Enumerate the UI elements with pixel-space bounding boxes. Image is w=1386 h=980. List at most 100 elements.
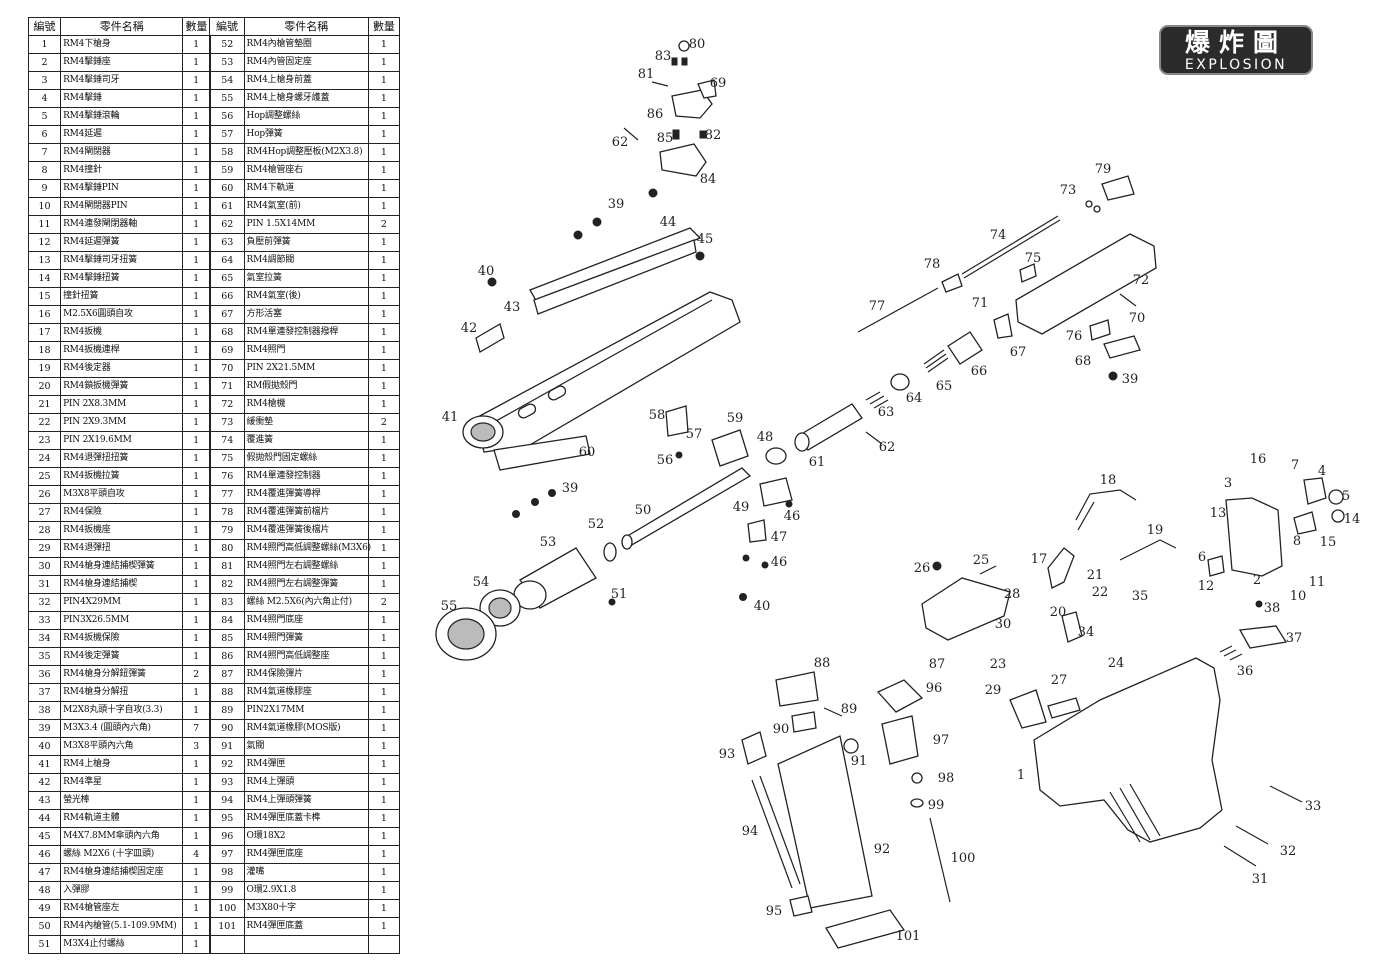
callout-label: 96 <box>926 681 943 696</box>
title-chinese: 爆炸圖 <box>1184 28 1287 57</box>
callout-label: 85 <box>657 131 674 146</box>
callout-label: 48 <box>757 430 774 445</box>
callout-label: 22 <box>1092 585 1109 600</box>
part-qty: 1 <box>367 35 401 54</box>
part-qty: 1 <box>367 125 401 144</box>
callout-label: 86 <box>647 107 664 122</box>
callout-label: 26 <box>914 561 931 576</box>
callout-label: 73 <box>1060 183 1077 198</box>
callout-label: 64 <box>906 391 923 406</box>
callout-label: 28 <box>1004 587 1021 602</box>
part-qty: 2 <box>367 215 401 234</box>
callout-label: 82 <box>705 128 722 143</box>
callout-label: 63 <box>878 405 895 420</box>
callout-label: 88 <box>814 656 831 671</box>
callout-label: 31 <box>1252 872 1269 887</box>
callout-label: 45 <box>697 232 714 247</box>
callout-label: 12 <box>1198 579 1215 594</box>
callout-label: 56 <box>657 453 674 468</box>
header-name-right: 零件名稱 <box>243 17 369 36</box>
callout-label: 8 <box>1293 534 1301 549</box>
callout-label: 75 <box>1025 251 1042 266</box>
explosion-title-badge: 爆炸圖 EXPLOSION <box>1159 25 1313 75</box>
part-qty: 1 <box>367 899 401 918</box>
callout-label: 77 <box>869 299 886 314</box>
callout-label: 1 <box>1017 768 1025 783</box>
callout-label: 7 <box>1291 458 1299 473</box>
callout-label: 24 <box>1108 656 1125 671</box>
callout-label: 39 <box>608 197 625 212</box>
part-qty: 1 <box>367 197 401 216</box>
callout-label: 62 <box>612 135 629 150</box>
callout-label: 2 <box>1253 573 1261 588</box>
callout-label: 50 <box>635 503 652 518</box>
callout-label: 58 <box>649 408 666 423</box>
table-header-row: 編號 零件名稱 數量 編號 零件名稱 數量 <box>27 17 401 36</box>
callout-label: 18 <box>1100 473 1117 488</box>
callout-label: 46 <box>771 555 788 570</box>
callout-label: 47 <box>771 530 788 545</box>
callout-label: 10 <box>1290 589 1307 604</box>
callout-label: 97 <box>933 733 950 748</box>
callout-label: 70 <box>1129 311 1146 326</box>
callout-label: 87 <box>929 657 946 672</box>
rear-sight-group <box>623 40 717 177</box>
part-qty: 1 <box>367 377 401 396</box>
callout-label: 40 <box>478 264 495 279</box>
callout-label: 55 <box>441 599 458 614</box>
callout-label: 71 <box>972 296 989 311</box>
callout-label: 38 <box>1264 601 1281 616</box>
callout-label: 36 <box>1237 664 1254 679</box>
callout-label: 51 <box>611 587 628 602</box>
callout-label: 44 <box>660 215 677 230</box>
callout-label: 99 <box>928 798 945 813</box>
callout-label: 4 <box>1318 464 1326 479</box>
callout-label: 84 <box>700 172 717 187</box>
callout-label: 68 <box>1075 354 1092 369</box>
callout-label: 20 <box>1050 605 1067 620</box>
callout-label: 30 <box>995 617 1012 632</box>
lower-frame-group <box>1009 657 1303 867</box>
callout-label: 37 <box>1286 631 1303 646</box>
callout-label: 13 <box>1210 506 1227 521</box>
callout-label: 15 <box>1320 535 1337 550</box>
callout-label: 90 <box>773 722 790 737</box>
callout-label: 32 <box>1280 844 1297 859</box>
callout-label: 27 <box>1051 673 1068 688</box>
callout-label: 95 <box>766 904 783 919</box>
part-qty: 1 <box>367 845 401 864</box>
callout-label: 42 <box>461 321 478 336</box>
fire-control-group <box>921 477 1345 661</box>
callout-label: 16 <box>1250 452 1267 467</box>
callout-label: 89 <box>841 702 858 717</box>
callout-label: 92 <box>874 842 891 857</box>
callout-label: 93 <box>719 747 736 762</box>
nozzle-group <box>794 175 1157 452</box>
callout-label: 23 <box>990 657 1007 672</box>
callout-label: 74 <box>990 228 1007 243</box>
callout-label: 52 <box>588 517 605 532</box>
callout-label: 61 <box>809 455 826 470</box>
